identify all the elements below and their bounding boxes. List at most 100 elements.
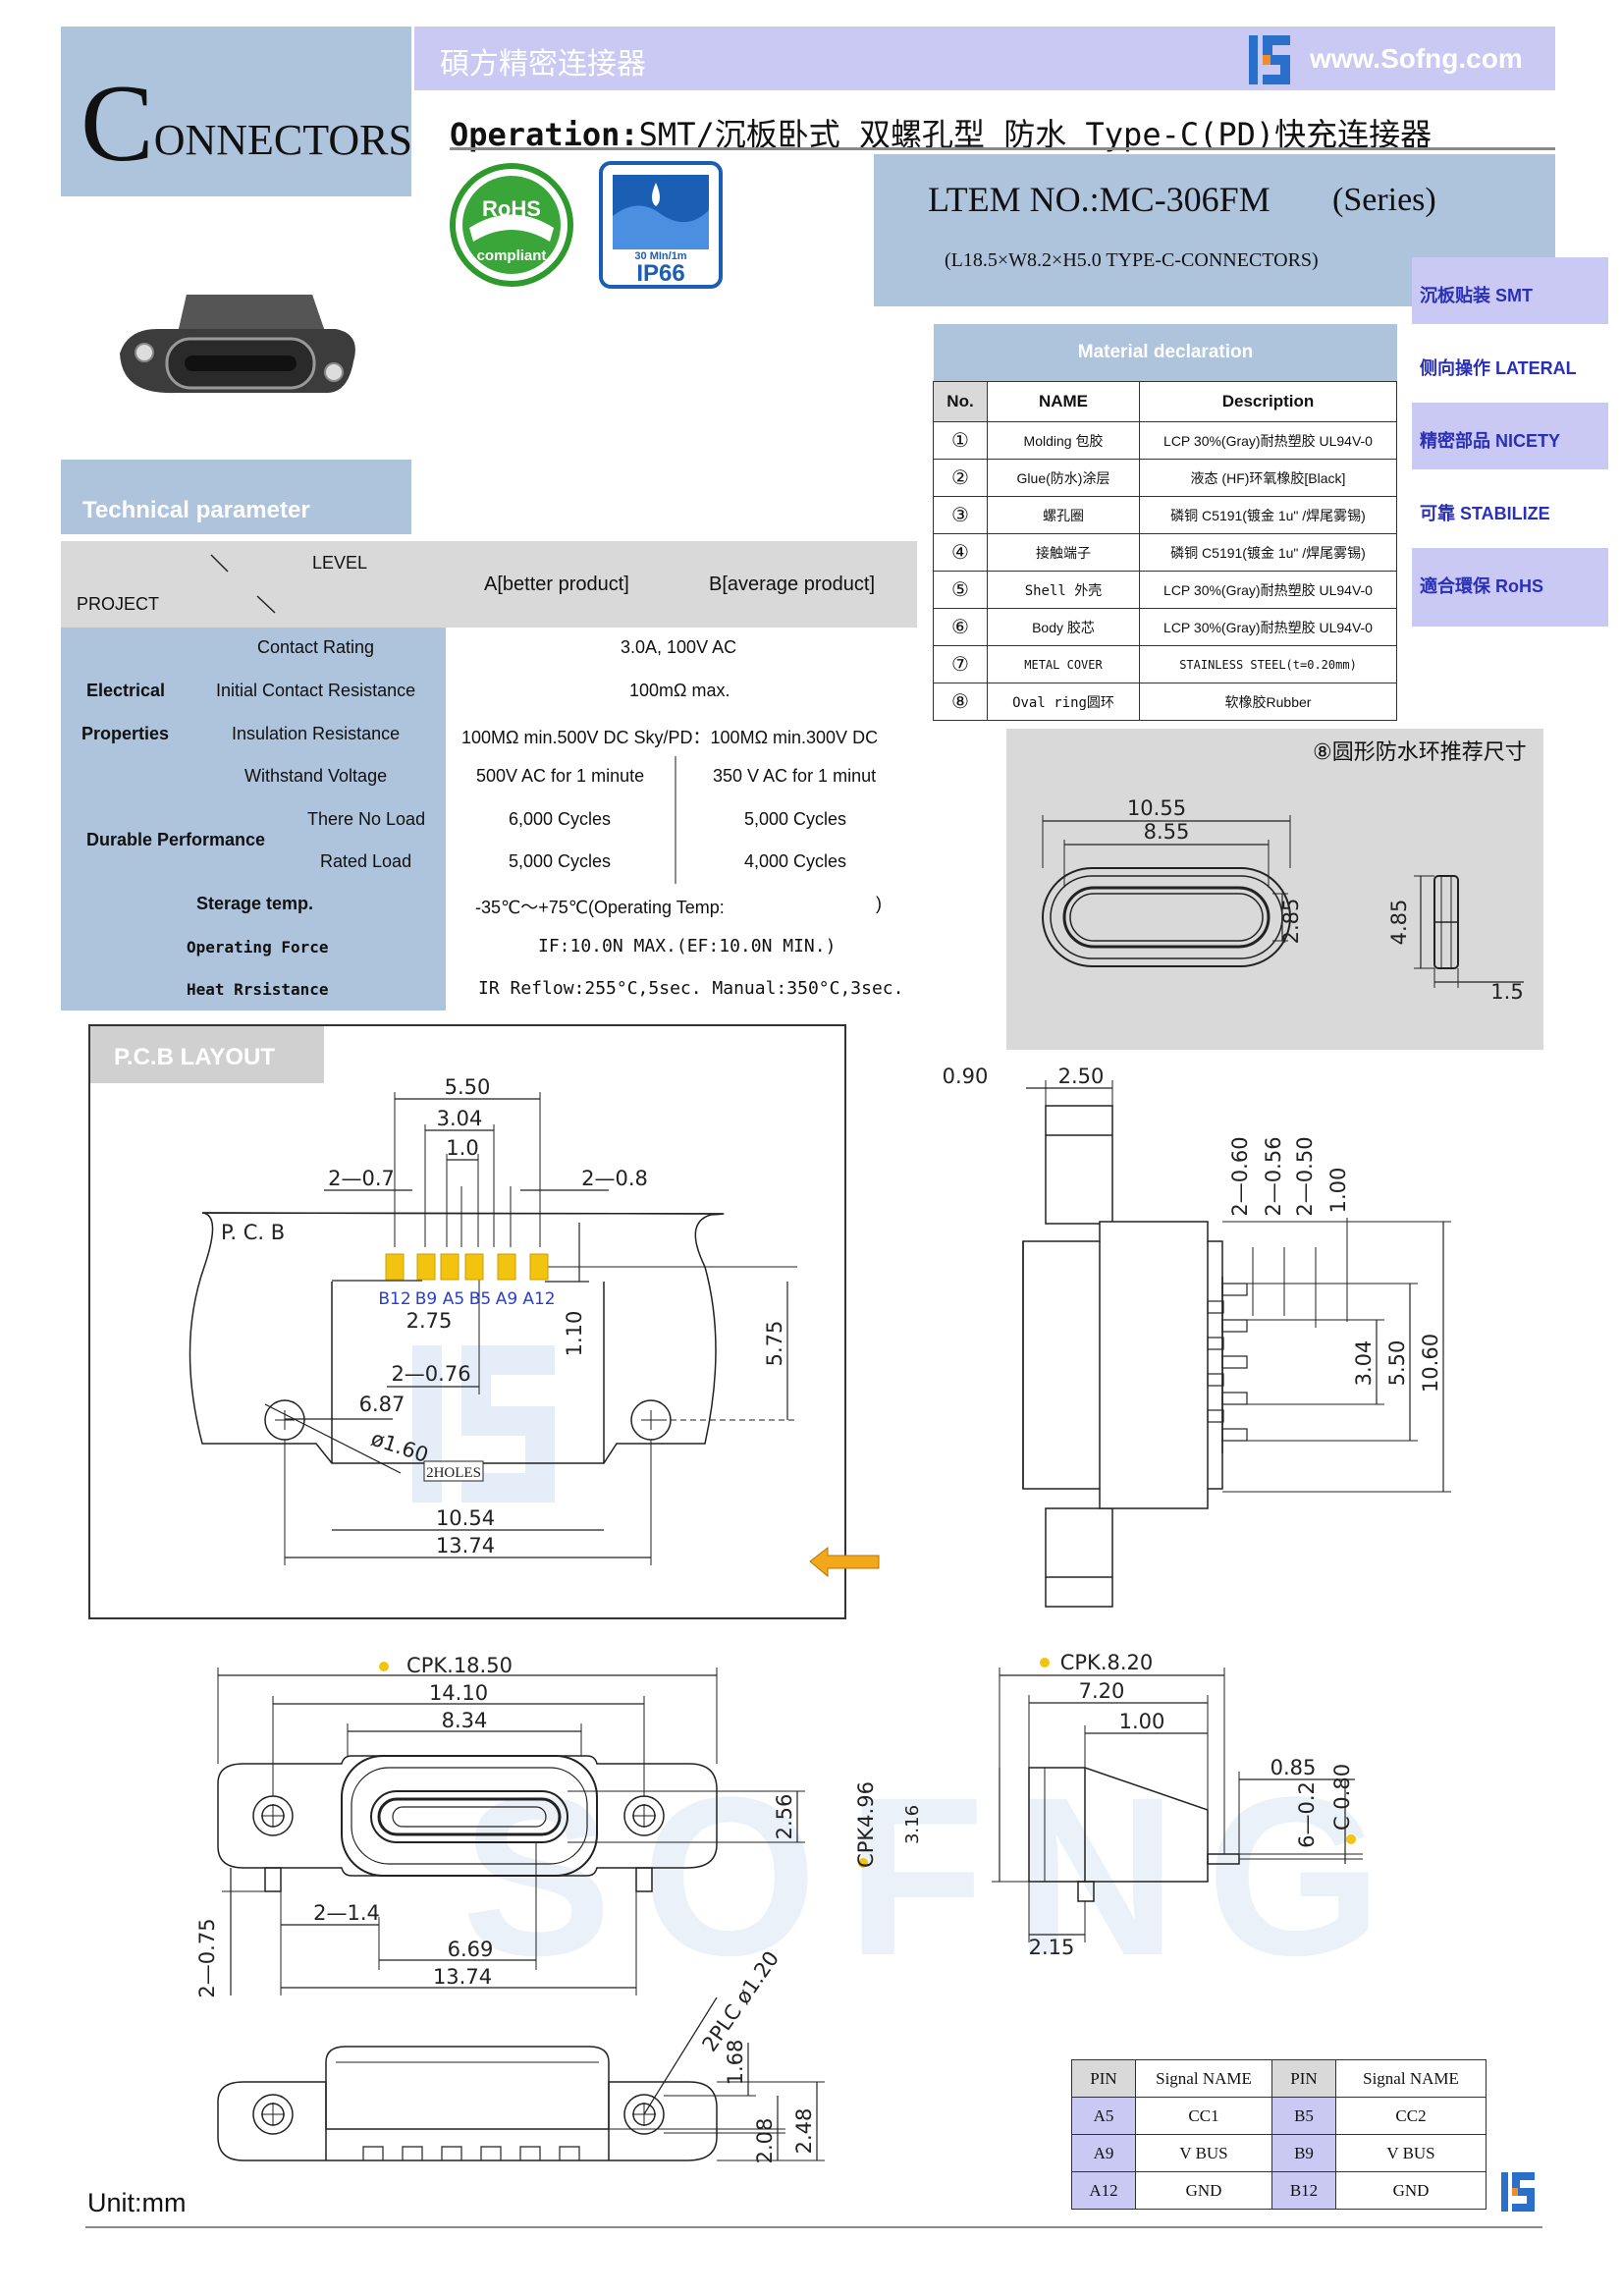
side-dim-100: 1.00	[1326, 1168, 1350, 1214]
right-dim-316: 3.16	[902, 1805, 923, 1844]
tag-stabilize-label: 可靠 STABILIZE	[1420, 504, 1550, 523]
front-dim-214: 2—1.4	[313, 1901, 380, 1925]
right-dim-602: 6—0.2	[1295, 1781, 1319, 1848]
right-dim-085: 0.85	[1271, 1756, 1317, 1779]
tag-nicety-label: 精密部品 NICETY	[1420, 431, 1561, 451]
col-name: NAME	[987, 381, 1140, 422]
material-title: Material declaration	[1077, 342, 1254, 362]
tech-rated: Rated Load	[320, 851, 412, 871]
item-number: LTEM NO.:MC-306FM	[928, 180, 1271, 219]
tech-contact-rating: Contact Rating	[257, 637, 375, 657]
side-dim-090: 0.90	[943, 1065, 989, 1088]
cell-name: 接触端子	[987, 533, 1140, 572]
logo-rest: ONNECTORS	[153, 116, 412, 164]
bottom-dim-2plc: 2PLC ø1.20	[697, 1946, 784, 2055]
tech-wv-b: 350 V AC for 1 minut	[713, 766, 877, 786]
logo-panel	[61, 27, 411, 196]
side-dim-550: 5.50	[1385, 1340, 1409, 1387]
title-divider	[450, 147, 1555, 150]
signal-cell: GND	[1135, 2171, 1272, 2210]
tag-stabilize: 可靠 STABILIZE	[1412, 475, 1608, 545]
front-dim-1374: 13.74	[433, 1965, 492, 1989]
pin-header: PIN	[1071, 2059, 1136, 2098]
website-link[interactable]: www.Sofng.com	[1310, 43, 1523, 74]
pin-cell: A12	[1071, 2171, 1136, 2210]
tech-col-b: B[average product]	[709, 574, 875, 595]
signal-cell: V BUS	[1135, 2134, 1272, 2172]
side-dim-250: 2.50	[1058, 1065, 1105, 1088]
right-cpk-496: CPK4.96	[854, 1781, 878, 1868]
front-dim-669: 6.69	[448, 1938, 494, 1961]
tag-rohs: 適合環保 RoHS	[1412, 548, 1608, 629]
tech-heat: Heat Rrsistance	[187, 980, 329, 999]
tech-heat-value: IR Reflow:255°C,5sec. Manual:350°C,3sec.	[478, 978, 904, 999]
pin-cell: A9	[1071, 2134, 1136, 2172]
tech-durable: Durable Performance	[86, 830, 266, 849]
right-dim-215: 2.15	[1029, 1936, 1075, 1959]
tag-lateral-label: 侧向操作 LATERAL	[1420, 358, 1577, 378]
tech-top-row	[61, 541, 917, 628]
bottom-divider	[85, 2226, 1542, 2228]
cell-name: Body 胶芯	[987, 608, 1140, 646]
tech-header: Technical parameter	[61, 460, 411, 534]
tech-properties: Properties	[81, 724, 170, 743]
ip-top-text: 30 MIn/1m	[634, 250, 686, 262]
tag-smt: 沉板贴装 SMT	[1412, 257, 1608, 327]
ip-bottom-text: IP66	[636, 260, 684, 287]
tech-level: LEVEL	[312, 553, 368, 573]
item-dimensions: (L18.5×W8.2×H5.0 TYPE-C-CONNECTORS)	[945, 249, 1319, 271]
logo-initial: C	[81, 63, 154, 185]
cell-name: 螺孔圈	[987, 496, 1140, 534]
tech-no-load: There No Load	[307, 809, 426, 829]
cell-name: Glue(防水)涂层	[987, 459, 1140, 497]
logo: CONNECTORS	[81, 69, 412, 179]
cell-no: ⑤	[933, 571, 988, 609]
cell-desc: LCP 30%(Gray)耐热塑胶 UL94V-0	[1139, 608, 1397, 646]
tech-wv: Withstand Voltage	[244, 766, 388, 786]
cell-no: ④	[933, 533, 988, 572]
cell-no: ③	[933, 496, 988, 534]
ip66-badge-icon: 30 MIn/1m IP66	[599, 161, 723, 289]
tech-opforce: Operating Force	[187, 938, 329, 957]
cell-desc: 软橡胶Rubber	[1139, 683, 1397, 721]
cell-desc: 磷铜 C5191(镀金 1u" /焊尾雾锡)	[1139, 533, 1397, 572]
tag-lateral: 侧向操作 LATERAL	[1412, 330, 1608, 400]
tech-ir-value: 100MΩ min.500V DC Sky/PD：100MΩ min.300V …	[461, 728, 879, 747]
rohs-bottom-text: compliant	[477, 247, 547, 264]
right-dim-720: 7.20	[1079, 1679, 1125, 1703]
tech-storage: Sterage temp.	[196, 894, 314, 913]
cell-desc: LCP 30%(Gray)耐热塑胶 UL94V-0	[1139, 421, 1397, 460]
pin-cell: A5	[1071, 2097, 1136, 2135]
top-banner	[414, 27, 1555, 90]
rohs-top-text: RoHS	[482, 196, 541, 221]
table-header-row: No. NAME Description	[933, 381, 1397, 422]
pin-cell: B5	[1271, 2097, 1336, 2135]
col-no: No.	[933, 381, 988, 422]
table-header-row: PIN Signal NAME PIN Signal NAME	[1071, 2059, 1487, 2098]
cell-name: Oval ring圆环	[987, 683, 1140, 721]
tech-storage-end: )	[876, 894, 882, 913]
tech-contact-rating-value: 3.0A, 100V AC	[621, 637, 737, 657]
bottom-dim-248: 2.48	[792, 2108, 816, 2155]
title-prefix: Operation:	[450, 116, 639, 153]
cell-no: ②	[933, 459, 988, 497]
signal-header: Signal NAME	[1335, 2059, 1487, 2098]
sofng-footer-logo-icon	[1501, 2172, 1535, 2212]
side-dim-060: 2—0.60	[1228, 1136, 1252, 1216]
item-series: (Series)	[1332, 182, 1436, 218]
signal-cell: GND	[1335, 2171, 1487, 2210]
col-description: Description	[1139, 381, 1397, 422]
tech-title: Technical parameter	[82, 497, 310, 523]
signal-cell: CC2	[1335, 2097, 1487, 2135]
tech-no-load-a: 6,000 Cycles	[509, 809, 612, 829]
cell-no: ⑧	[933, 683, 988, 721]
bottom-dim-168: 1.68	[724, 2040, 747, 2086]
unit-label: Unit:mm	[87, 2188, 187, 2217]
right-cpk-820: CPK.8.20	[1060, 1651, 1154, 1674]
watermark-text: SOFNG	[461, 1750, 1412, 2002]
